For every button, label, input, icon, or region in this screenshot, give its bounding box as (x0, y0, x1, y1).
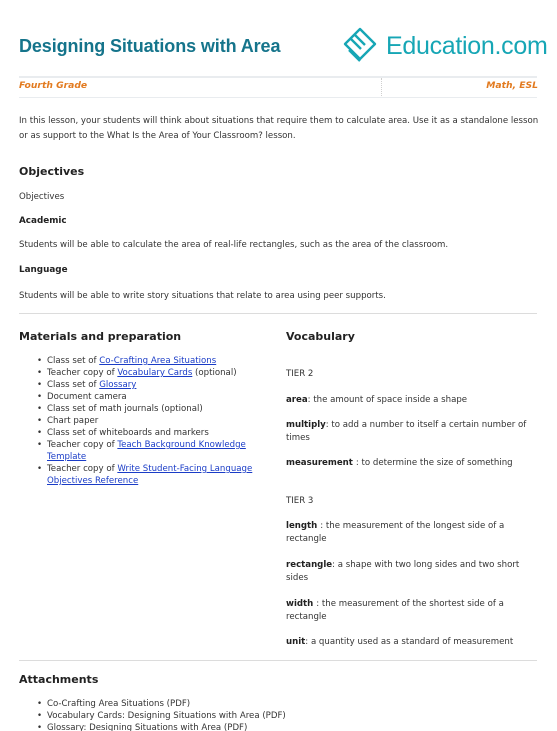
list-item: Document camera (37, 391, 277, 403)
education-com-logo[interactable]: Education.com (340, 26, 548, 66)
grade-label: Fourth Grade (19, 80, 88, 91)
list-item: Teacher copy of Teach Background Knowled… (37, 439, 277, 463)
page-title: Designing Situations with Area (19, 36, 281, 56)
list-item: Class set of math journals (optional) (37, 403, 277, 415)
tier2-label: TIER 2 (286, 369, 314, 379)
materials-list: Class set of Co-Crafting Area Situations… (37, 355, 277, 487)
header-divider (381, 78, 382, 98)
language-heading: Language (19, 265, 68, 275)
education-logo-icon (343, 27, 377, 62)
attachment-item[interactable]: Co-Crafting Area Situations (PDF) (37, 698, 437, 710)
template-link[interactable]: Template (47, 452, 87, 462)
list-item: Teacher copy of Vocabulary Cards (option… (37, 367, 277, 379)
vocabulary-cards-link[interactable]: Vocabulary Cards (117, 368, 193, 378)
materials-heading: Materials and preparation (19, 330, 182, 343)
attachments-heading: Attachments (19, 673, 99, 686)
section-divider (19, 660, 537, 661)
objectives-text: Objectives (19, 192, 65, 202)
glossary-link[interactable]: Glossary (99, 380, 137, 390)
co-crafting-link[interactable]: Co-Crafting Area Situations (99, 356, 217, 366)
attachment-item[interactable]: Glossary: Designing Situations with Area… (37, 722, 437, 731)
page-header: Designing Situations with Area Education… (0, 0, 557, 70)
subheader-rule (19, 97, 537, 98)
write-student-facing-link[interactable]: Write Student-Facing Language (117, 464, 253, 474)
attachment-item[interactable]: Vocabulary Cards: Designing Situations w… (37, 710, 437, 722)
lesson-intro: In this lesson, your students will think… (19, 116, 539, 141)
vocab-entry: unit: a quantity used as a standard of m… (286, 637, 514, 647)
vocab-entry: rectangle: a shape with two long sides a… (286, 560, 520, 583)
vocab-entry: area: the amount of space inside a shape (286, 395, 468, 405)
vocab-entry: multiply: to add a number to itself a ce… (286, 420, 527, 443)
list-item: Class set of Co-Crafting Area Situations (37, 355, 277, 367)
teach-background-knowledge-link[interactable]: Teach Background Knowledge (117, 440, 246, 450)
objectives-heading: Objectives (19, 165, 85, 178)
section-divider (19, 313, 537, 314)
vocab-entry: measurement : to determine the size of s… (286, 458, 513, 468)
academic-heading: Academic (19, 216, 67, 226)
list-item: Chart paper (37, 415, 277, 427)
academic-text: Students will be able to calculate the a… (19, 240, 449, 250)
attachments-list: Co-Crafting Area Situations (PDF) Vocabu… (37, 698, 437, 731)
vocabulary-heading: Vocabulary (286, 330, 355, 343)
header-rule (19, 76, 537, 78)
logo-wordmark: Education.com (386, 32, 548, 60)
tier3-label: TIER 3 (286, 496, 314, 506)
list-item: Teacher copy of Write Student-Facing Lan… (37, 463, 277, 487)
vocab-entry: length : the measurement of the longest … (286, 521, 505, 544)
objectives-reference-link[interactable]: Objectives Reference (47, 476, 139, 486)
language-text: Students will be able to write story sit… (19, 291, 386, 301)
list-item: Class set of Glossary (37, 379, 277, 391)
subject-label: Math, ESL (486, 80, 538, 91)
list-item: Class set of whiteboards and markers (37, 427, 277, 439)
vocab-entry: width : the measurement of the shortest … (286, 599, 504, 622)
